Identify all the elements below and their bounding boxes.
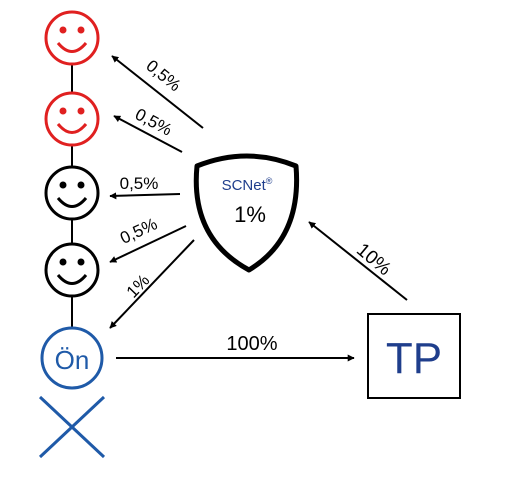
label-to-person: 1% bbox=[123, 271, 154, 302]
label-to-smiley-4: 0,5% bbox=[117, 214, 160, 248]
smiley-icon bbox=[44, 242, 100, 298]
smiley-icon bbox=[44, 10, 100, 66]
target-box bbox=[367, 313, 461, 399]
label-to-smiley-3: 0,5% bbox=[120, 174, 159, 193]
label-to-smiley-2: 0,5% bbox=[132, 105, 175, 140]
target-label: TP bbox=[386, 334, 442, 383]
arrow-to-person bbox=[109, 239, 195, 329]
arrow-to-smiley-2 bbox=[113, 115, 183, 153]
network-name: SCNet® bbox=[222, 176, 273, 194]
person-figure bbox=[38, 326, 106, 459]
arrow-to-smiley-1 bbox=[111, 55, 204, 129]
arrow-to-smiley-3 bbox=[109, 192, 181, 200]
smiley-icon bbox=[44, 91, 100, 147]
label-person-to-tp: 100% bbox=[226, 333, 277, 355]
flow-arrows bbox=[109, 55, 408, 362]
arrow-to-smiley-4 bbox=[109, 225, 187, 263]
network-rate: 1% bbox=[234, 202, 266, 227]
person-label: Ön bbox=[55, 345, 90, 375]
smiley-icon bbox=[44, 165, 100, 221]
shield-icon bbox=[193, 153, 300, 273]
label-to-smiley-1: 0,5% bbox=[142, 56, 184, 95]
arrow-tp-to-network bbox=[308, 221, 408, 301]
